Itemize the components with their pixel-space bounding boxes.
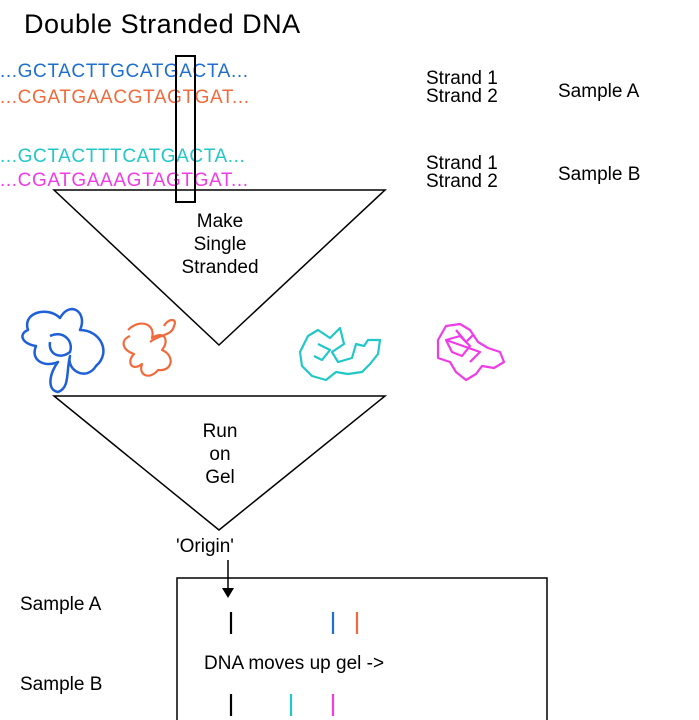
- gel-funnel: [51, 395, 388, 531]
- step2-line1: Run: [202, 421, 238, 442]
- single-strand-funnel: [52, 189, 387, 347]
- magenta-strand-squiggle: [436, 322, 506, 382]
- sample-b-strand1-label: Strand 1: [426, 153, 498, 174]
- sample-b-name: Sample B: [558, 164, 641, 185]
- sample-b-strand2-sequence: ...CGATGAAAGTAGTGAT...: [0, 170, 249, 191]
- sample-b-strand2-label: Strand 2: [426, 171, 498, 192]
- mismatch-highlight-box: [175, 55, 196, 203]
- step1-line3: Stranded: [181, 257, 259, 278]
- cyan-strand-squiggle: [298, 326, 382, 382]
- sample-a-strand1-label: Strand 1: [426, 68, 498, 89]
- sample-a-name: Sample A: [558, 81, 640, 102]
- sample-a-strand1-sequence: ...GCTACTTGCATGACTA...: [0, 61, 249, 82]
- diagram-title: Double Stranded DNA: [24, 9, 301, 39]
- blue-strand-squiggle: [21, 307, 105, 394]
- origin-label: 'Origin': [176, 536, 234, 557]
- step1-label: Make Single Stranded: [160, 210, 280, 279]
- gel-box: [176, 577, 548, 720]
- gel-sample-a-label: Sample A: [20, 594, 102, 615]
- sample-a-strand2-sequence: ...CGATGAACGTAGTGAT...: [0, 87, 250, 108]
- step2-label: Run on Gel: [160, 420, 280, 489]
- step2-line2: on: [209, 444, 231, 465]
- migration-direction-text: DNA moves up gel ->: [204, 653, 385, 674]
- sample-b-strand1-sequence: ...GCTACTTTCATGACTA...: [0, 146, 246, 167]
- orange-strand-squiggle: [122, 318, 176, 377]
- step1-line2: Single: [193, 234, 247, 255]
- gel-sample-b-label: Sample B: [20, 674, 103, 695]
- origin-arrow-head: [222, 588, 234, 598]
- step2-line3: Gel: [205, 467, 235, 488]
- step1-line1: Make: [196, 211, 244, 232]
- sample-a-strand2-label: Strand 2: [426, 86, 498, 107]
